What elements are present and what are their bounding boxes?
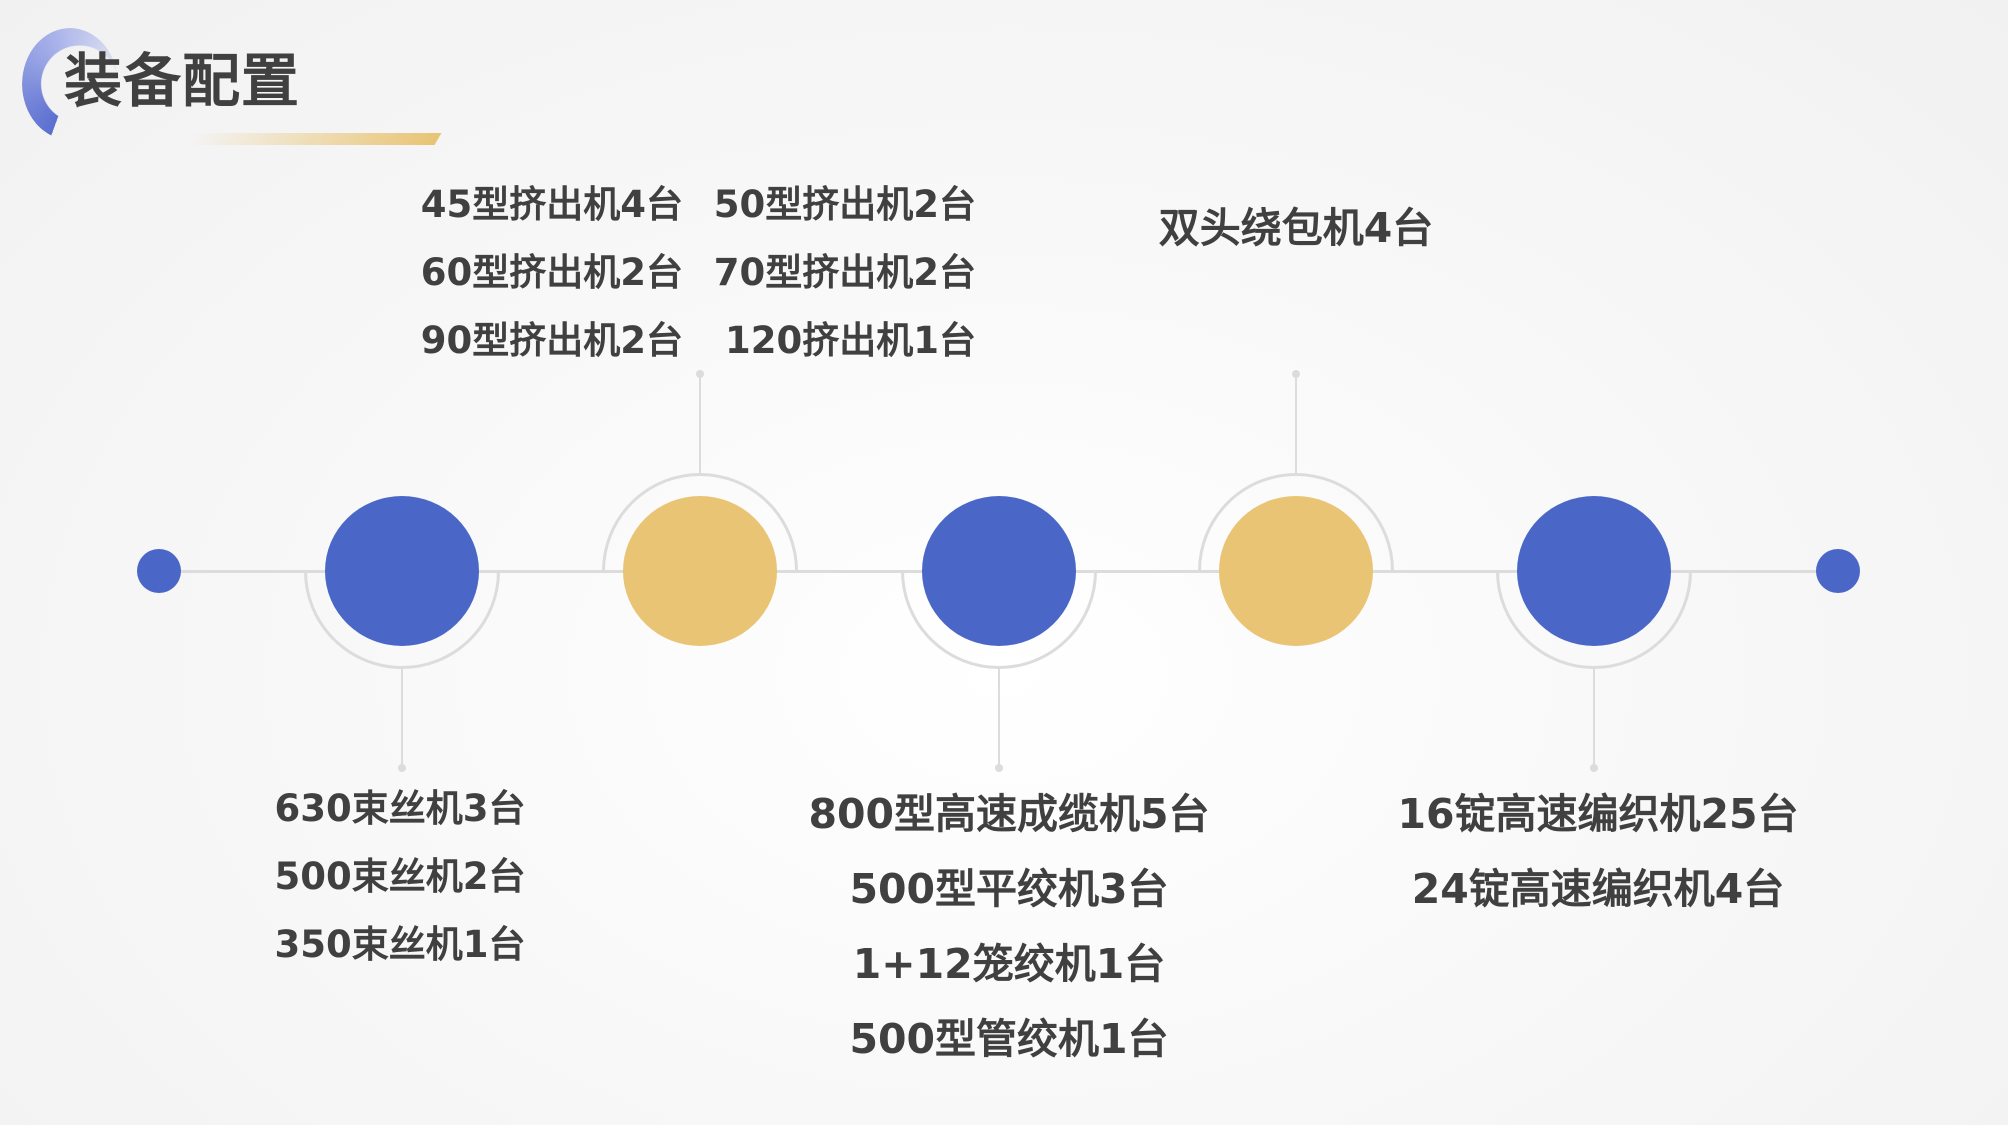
node-2-text-right: 50型挤出机2台 70型挤出机2台 120挤出机1台 xyxy=(676,183,976,363)
node-2-text-left: 45型挤出机4台 60型挤出机2台 90型挤出机2台 xyxy=(383,183,683,363)
node-2-stem-dot xyxy=(696,370,704,378)
equipment-item: 500束丝机2台 xyxy=(274,855,526,898)
node-5-stem xyxy=(1593,668,1595,768)
title-decoration-arc xyxy=(22,28,118,140)
equipment-item: 50型挤出机2台 xyxy=(713,183,976,226)
timeline-end-dot xyxy=(1816,549,1860,593)
title-underline xyxy=(188,133,442,145)
equipment-item: 70型挤出机2台 xyxy=(713,251,976,294)
page-title: 装备配置 xyxy=(64,47,301,115)
node-5-circle xyxy=(1517,496,1671,646)
timeline-start-dot xyxy=(137,549,181,593)
equipment-item: 16锭高速编织机25台 xyxy=(1397,790,1799,838)
node-3-stem-dot xyxy=(995,764,1003,772)
node-5-stem-dot xyxy=(1590,764,1598,772)
node-3-circle xyxy=(922,496,1076,646)
node-4-stem xyxy=(1295,374,1297,476)
equipment-item: 60型挤出机2台 xyxy=(420,251,683,294)
equipment-item: 630束丝机3台 xyxy=(274,787,526,830)
equipment-item: 1+12笼绞机1台 xyxy=(852,940,1166,988)
equipment-item: 45型挤出机4台 xyxy=(420,183,683,226)
equipment-item: 500型管绞机1台 xyxy=(849,1015,1169,1063)
node-1-circle xyxy=(325,496,479,646)
equipment-item: 500型平绞机3台 xyxy=(849,865,1169,913)
node-3-stem xyxy=(998,668,1000,768)
equipment-item: 双头绕包机4台 xyxy=(1158,204,1434,252)
equipment-item: 350束丝机1台 xyxy=(274,923,526,966)
equipment-item: 800型高速成缆机5台 xyxy=(808,790,1210,838)
node-5-text: 16锭高速编织机25台 24锭高速编织机4台 xyxy=(1397,790,1798,913)
node-1-stem xyxy=(401,668,403,768)
equipment-item: 24锭高速编织机4台 xyxy=(1411,865,1785,913)
node-1-stem-dot xyxy=(398,764,406,772)
equipment-item: 90型挤出机2台 xyxy=(420,319,683,362)
equipment-item: 120挤出机1台 xyxy=(725,319,976,362)
node-4-stem-dot xyxy=(1292,370,1300,378)
node-2-stem xyxy=(699,374,701,476)
node-4-text: 双头绕包机4台 xyxy=(1159,204,1434,252)
node-4-circle xyxy=(1219,496,1373,646)
node-2-circle xyxy=(623,496,777,646)
node-3-text: 800型高速成缆机5台 500型平绞机3台 1+12笼绞机1台 500型管绞机1… xyxy=(808,790,1209,1063)
node-1-text: 630束丝机3台 500束丝机2台 350束丝机1台 xyxy=(275,787,526,967)
